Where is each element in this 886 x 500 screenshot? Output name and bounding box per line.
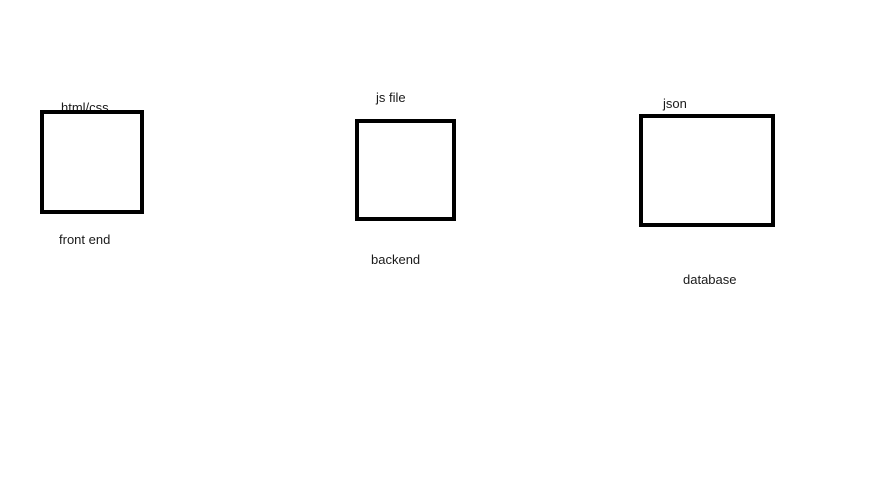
database-tech-label: json (663, 96, 687, 111)
backend-tech-label: js file (376, 90, 406, 105)
database-box (639, 114, 775, 227)
frontend-role-label: front end (59, 232, 111, 247)
backend-role-label: backend (371, 252, 421, 267)
database-role-label: database (683, 272, 737, 287)
frontend-box (40, 110, 144, 214)
backend-box (355, 119, 456, 221)
